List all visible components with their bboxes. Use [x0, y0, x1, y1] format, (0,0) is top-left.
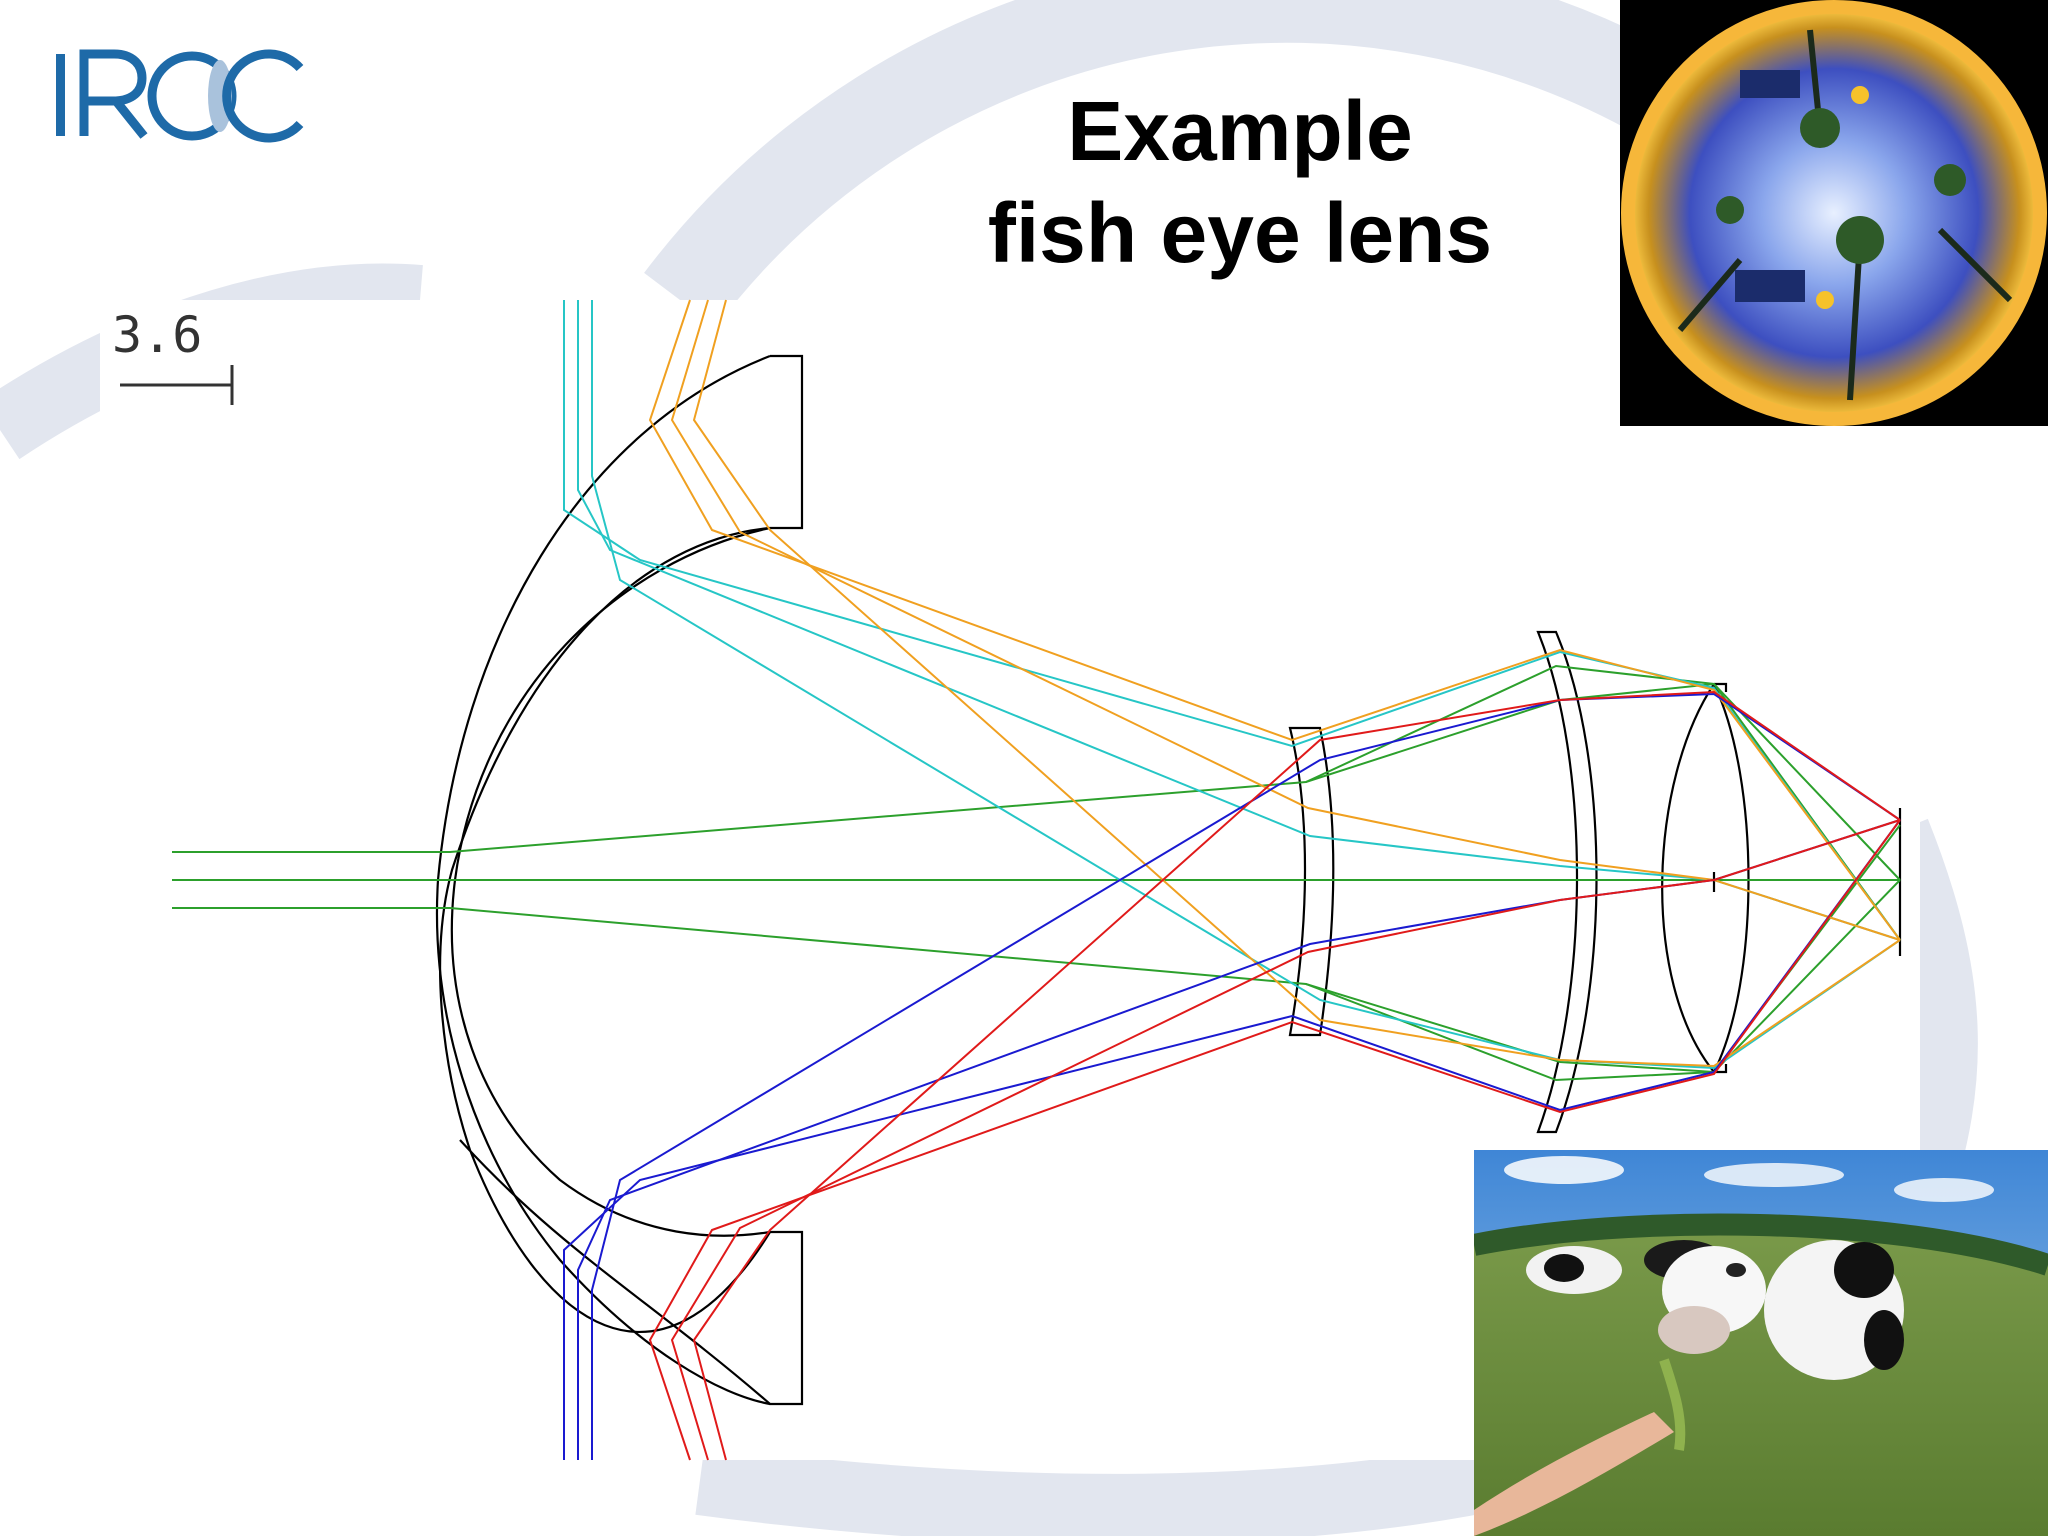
- title-line-1: Example: [1067, 84, 1413, 178]
- iroc-logo: [50, 40, 310, 150]
- front-meniscus-lens: [439, 354, 804, 1406]
- iroc-logo-mark: [56, 49, 304, 143]
- third-lens: [1536, 630, 1598, 1134]
- fourth-lens-marks: [1714, 682, 1728, 1074]
- red-ray-bundle: [648, 690, 1901, 1461]
- fisheye-photo-graphic: [1620, 0, 2048, 426]
- front-meniscus-outer: [435, 354, 771, 1406]
- title-line-2: fish eye lens: [987, 186, 1493, 280]
- cow-photo-graphic: [1474, 1150, 2048, 1536]
- front-meniscus-inner: [450, 526, 771, 1237]
- scale-label: 3.6: [112, 306, 203, 364]
- lens-elements: [435, 354, 1902, 1406]
- fisheye-photo-palm-trees: [1620, 0, 2048, 426]
- second-lens: [1288, 726, 1335, 1037]
- slide-title: Example fish eye lens: [900, 80, 1580, 284]
- fisheye-photo-cows: [1474, 1150, 2048, 1536]
